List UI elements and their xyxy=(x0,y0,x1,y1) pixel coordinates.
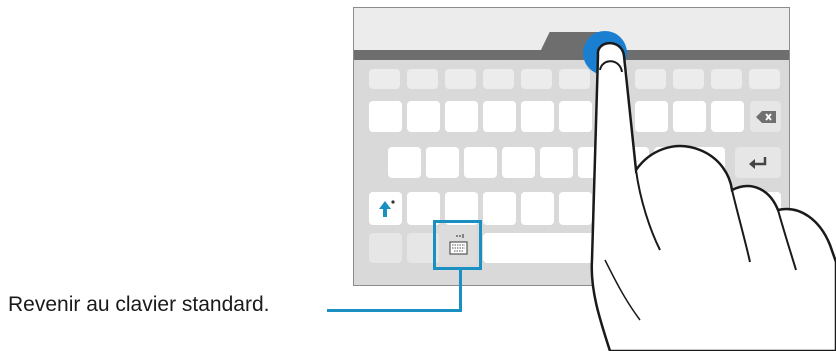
hand-illustration xyxy=(0,0,836,351)
